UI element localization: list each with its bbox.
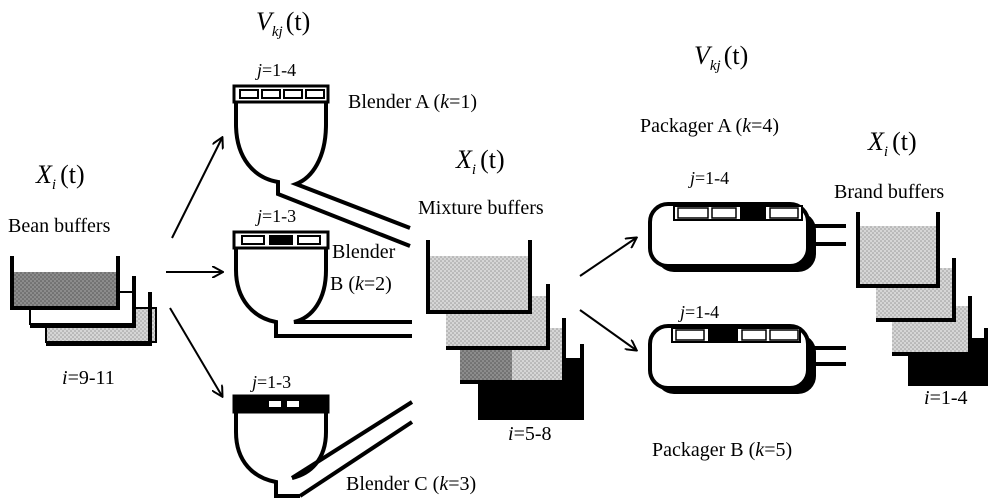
arrow-bean-to-blender-a xyxy=(171,138,222,239)
mixture-buffers-group: Xi(t) Mixture buffers i=5-8 xyxy=(418,145,584,445)
packager-b: j=1-4 xyxy=(648,302,846,394)
bean-x-label: Xi(t) xyxy=(35,160,85,193)
bean-buffer-1 xyxy=(14,272,118,308)
brand-buffers-group: Xi(t) Brand buffers i=1-4 xyxy=(834,127,988,409)
blender-v-label: Vkj(t) xyxy=(256,7,310,40)
blender-c-j: j=1-3 xyxy=(250,372,291,392)
mixture-buffers-title: Mixture buffers xyxy=(418,197,544,219)
blender-a-j: j=1-4 xyxy=(255,60,296,80)
blender-c: j=1-3 Blender C (k=3) xyxy=(232,372,476,498)
packager-a-label: Packager A (k=4) xyxy=(640,115,779,137)
brand-x-label: Xi(t) xyxy=(867,127,917,160)
mixture-range: i=5-8 xyxy=(508,423,552,445)
arrow-mixture-to-packager-a xyxy=(579,238,636,277)
brand-buffer-1 xyxy=(860,226,938,284)
packager-a-j: j=1-4 xyxy=(688,168,729,188)
packager-b-j: j=1-4 xyxy=(678,302,719,322)
brand-buffers-title: Brand buffers xyxy=(834,181,944,203)
blender-b-label-line1: Blender xyxy=(332,241,396,263)
packager-b-label: Packager B (k=5) xyxy=(652,439,792,461)
blender-a: j=1-4 Blender A (k=1) xyxy=(232,60,477,248)
blender-b-label-line2: B (k=2) xyxy=(330,273,392,295)
bean-range: i=9-11 xyxy=(62,367,115,389)
blender-a-label: Blender A (k=1) xyxy=(348,91,477,113)
blender-b-j: j=1-3 xyxy=(255,206,296,226)
packager-v-label: Vkj(t) xyxy=(694,41,748,74)
mixture-x-label: Xi(t) xyxy=(455,145,505,178)
packager-a: j=1-4 xyxy=(648,168,846,272)
arrow-mixture-to-packager-b xyxy=(579,309,636,350)
mixture-buffer-1 xyxy=(430,256,530,312)
bean-buffers-title: Bean buffers xyxy=(8,215,111,237)
blender-c-label: Blender C (k=3) xyxy=(346,473,476,495)
blender-b: j=1-3 Blender B (k=2) xyxy=(232,206,412,338)
arrow-bean-to-blender-c xyxy=(169,307,222,396)
brand-range: i=1-4 xyxy=(924,387,968,409)
bean-buffers-group: Xi(t) Bean buffers i=9-11 xyxy=(8,160,157,389)
